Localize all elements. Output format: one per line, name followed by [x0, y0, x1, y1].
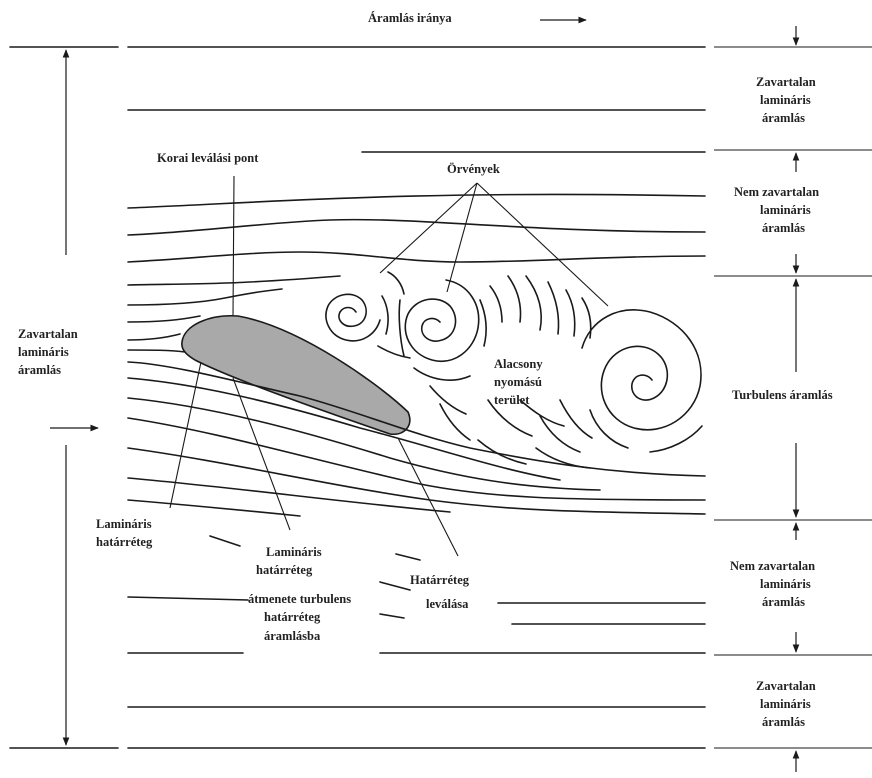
svg-text:Korai leválási pont: Korai leválási pont: [157, 151, 259, 165]
svg-text:nyomású: nyomású: [494, 375, 542, 389]
left-extent-arrows: [50, 49, 99, 746]
svg-text:lamináris: lamináris: [18, 345, 69, 359]
flow-direction-title: Áramlás iránya: [368, 11, 452, 25]
svg-text:lamináris: lamináris: [760, 93, 811, 107]
wake-flow: [377, 271, 593, 469]
leader-separation: [397, 437, 459, 557]
leader-laminar-boundary: [169, 361, 202, 509]
svg-text:áramlásba: áramlásba: [264, 629, 321, 643]
vortex-large: [581, 309, 703, 453]
vortex-small: [325, 293, 381, 342]
svg-text:áramlás: áramlás: [762, 221, 805, 235]
svg-text:leválása: leválása: [426, 597, 469, 611]
label-right-top-disturbed: Nem zavartalan lamináris áramlás: [734, 185, 819, 235]
label-laminar-boundary-layer: Lamináris határréteg: [96, 517, 153, 549]
label-low-pressure: Alacsony nyomású terület: [494, 357, 543, 407]
lower-streamlines: [127, 349, 706, 708]
svg-text:határréteg: határréteg: [264, 610, 321, 624]
label-boundary-separation: Határréteg leválása: [410, 573, 470, 611]
svg-text:határréteg: határréteg: [96, 535, 153, 549]
label-right-bottom-disturbed: Nem zavartalan lamináris áramlás: [730, 559, 815, 609]
leader-lines: [169, 175, 609, 557]
svg-text:Lamináris: Lamináris: [266, 545, 322, 559]
svg-text:Alacsony: Alacsony: [494, 357, 543, 371]
svg-text:határréteg: határréteg: [256, 563, 313, 577]
leader-early-separation: [232, 175, 235, 317]
svg-text:lamináris: lamináris: [760, 697, 811, 711]
label-right-bottom-undisturbed: Zavartalan lamináris áramlás: [756, 679, 816, 729]
svg-text:átmenete turbulens: átmenete turbulens: [248, 592, 351, 606]
svg-text:Nem zavartalan: Nem zavartalan: [730, 559, 815, 573]
vortex-medium: [398, 279, 480, 381]
leader-transition: [232, 377, 291, 531]
upper-streamlines: [127, 109, 706, 341]
svg-text:lamináris: lamináris: [760, 203, 811, 217]
leader-vortex-3: [476, 182, 609, 307]
svg-text:Turbulens áramlás: Turbulens áramlás: [732, 388, 833, 402]
frame-lines: [9, 46, 872, 749]
label-transition: Lamináris határréteg átmenete turbulens …: [248, 545, 351, 643]
svg-text:áramlás: áramlás: [762, 111, 805, 125]
svg-text:Zavartalan: Zavartalan: [756, 679, 816, 693]
svg-text:áramlás: áramlás: [762, 595, 805, 609]
svg-text:Zavartalan: Zavartalan: [756, 75, 816, 89]
label-right-top-undisturbed: Zavartalan lamináris áramlás: [756, 75, 816, 125]
airfoil: [181, 315, 411, 436]
label-turbulent: Turbulens áramlás: [732, 388, 833, 402]
label-left-undisturbed: Zavartalan lamináris áramlás: [18, 327, 78, 377]
svg-text:Határréteg: Határréteg: [410, 573, 470, 587]
svg-text:Nem zavartalan: Nem zavartalan: [734, 185, 819, 199]
svg-text:áramlás: áramlás: [762, 715, 805, 729]
leader-vortex-1: [379, 182, 478, 274]
svg-text:Örvények: Örvények: [447, 162, 500, 176]
svg-text:lamináris: lamináris: [760, 577, 811, 591]
svg-text:áramlás: áramlás: [18, 363, 61, 377]
label-early-separation: Korai leválási pont: [157, 151, 259, 165]
svg-text:terület: terület: [494, 393, 530, 407]
leader-vortex-2: [446, 182, 478, 293]
label-vortices: Örvények: [447, 162, 500, 176]
svg-text:Zavartalan: Zavartalan: [18, 327, 78, 341]
svg-text:Lamináris: Lamináris: [96, 517, 152, 531]
